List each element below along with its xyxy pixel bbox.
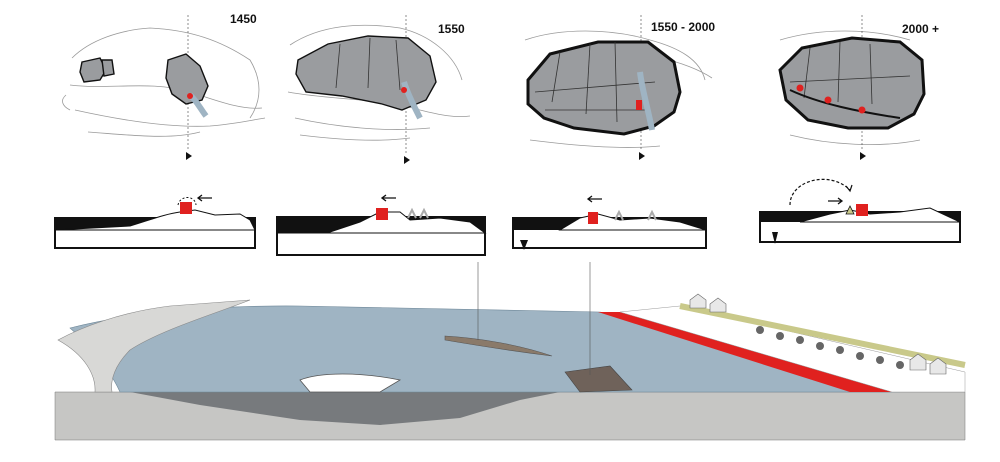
arrow-1550 <box>380 194 396 202</box>
period-label-1450: 1450 <box>230 12 257 26</box>
parcels-1550 <box>335 37 401 91</box>
basin-floor <box>130 392 560 425</box>
coast-dyke-2000 <box>789 89 901 119</box>
dyke-point-2000-b <box>824 96 832 104</box>
map-1550 <box>287 15 471 164</box>
settlement-2000 <box>778 36 926 130</box>
map-1550-2000 <box>524 15 713 160</box>
dyke-point-1450 <box>187 93 193 99</box>
island <box>299 373 402 393</box>
curved-arrow-2000 <box>789 178 851 206</box>
dyke-point-2000-a <box>796 84 804 92</box>
tree-row <box>756 326 904 369</box>
section-1550 <box>276 194 487 256</box>
parcels-1550-2000 <box>534 41 656 123</box>
pier-block <box>564 365 633 393</box>
map-1450-context-lines <box>62 27 266 137</box>
period-label-2000-plus: 2000 + <box>902 22 940 36</box>
parcels-2000 <box>789 41 911 105</box>
period-label-1550: 1550 <box>438 22 465 36</box>
dyke-1550 <box>376 208 388 220</box>
inland-strip <box>619 305 966 393</box>
river-1550 <box>401 81 423 120</box>
arrow-2000 <box>828 197 844 205</box>
map-1450 <box>62 15 266 160</box>
settlement-west2-1450 <box>101 59 115 77</box>
dyke-2000 <box>856 204 868 216</box>
dyke-1450 <box>180 202 192 214</box>
settlement-1550-2000 <box>526 40 682 136</box>
section-1550-2000 <box>512 195 707 250</box>
house-cluster <box>689 293 947 375</box>
sandbar <box>444 335 553 357</box>
settlement-1550 <box>295 35 437 111</box>
bay-perspective <box>54 262 966 441</box>
section-marker-1550 <box>404 156 410 164</box>
arrow-1550-2000 <box>586 195 602 203</box>
section-marker-1550-2000 <box>639 152 645 160</box>
map-2000-plus <box>778 15 926 160</box>
section-marker-1450 <box>186 152 192 160</box>
west-shore <box>57 299 251 393</box>
river-1550-2000 <box>637 71 655 131</box>
settlement-core-1450 <box>165 53 209 105</box>
dyke-point-1550 <box>401 87 407 93</box>
red-dyke <box>598 312 892 392</box>
section-marker-2000 <box>860 152 866 160</box>
map-2000-context-lines <box>779 30 921 145</box>
dyke-point-1550-2000 <box>636 100 642 110</box>
dyke-point-2000-c <box>858 106 866 114</box>
section-2000-plus <box>759 178 961 244</box>
period-label-1550-2000: 1550 - 2000 <box>651 20 716 34</box>
settlement-west-1450 <box>79 57 107 83</box>
section-1450 <box>54 194 256 249</box>
dyke-1550-2000 <box>588 212 598 224</box>
arrow-1450 <box>196 194 212 202</box>
